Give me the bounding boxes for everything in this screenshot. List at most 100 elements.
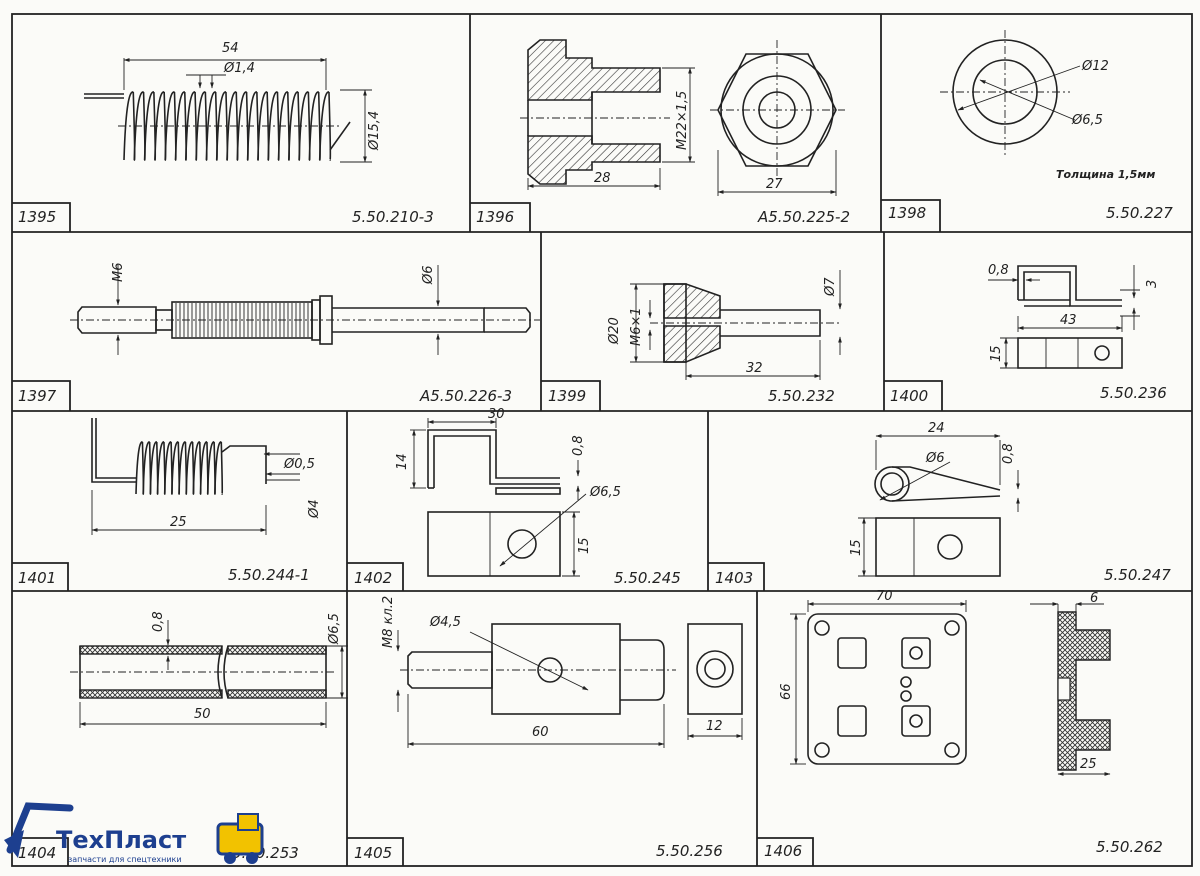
part-code: 5.50.227 bbox=[1106, 204, 1173, 222]
part-1395: 54 Ø1,4 Ø15,4 1395 5.50.210-3 bbox=[18, 41, 434, 226]
fitting-1396-hex-view bbox=[710, 40, 845, 196]
dim-thickness: 0,8 bbox=[988, 263, 1009, 278]
techplast-logo: ТехПласт запчасти для спецтехники bbox=[4, 802, 264, 864]
dim-hole-diameter: Ø6,5 bbox=[589, 485, 621, 500]
spring-coil bbox=[199, 441, 209, 495]
part-code: 5.50.262 bbox=[1096, 838, 1163, 856]
spring-coil bbox=[171, 441, 181, 495]
dim-length: 60 bbox=[532, 725, 549, 740]
tube-1404-drawing bbox=[70, 620, 348, 728]
spring-coil bbox=[163, 441, 173, 495]
dim-length: 43 bbox=[1060, 313, 1077, 328]
part-1396: 28 M22×1,5 27 1396 А5.50.225-2 bbox=[476, 39, 850, 226]
dim-hole-diameter: Ø6 bbox=[925, 451, 945, 466]
pin-1405-drawing bbox=[396, 623, 743, 748]
dim-bore-diameter: Ø7 bbox=[823, 277, 838, 297]
dim-diameter: Ø6 bbox=[421, 265, 436, 285]
part-code: 5.50.244-1 bbox=[228, 566, 310, 584]
dim-coil-diameter: Ø4 bbox=[307, 499, 322, 519]
part-number: 1401 bbox=[18, 569, 56, 587]
dim-height: 3 bbox=[1145, 280, 1160, 288]
grid-lines bbox=[11, 13, 1193, 867]
dim-outer-diameter: Ø12 bbox=[1081, 59, 1109, 74]
dim-inner-diameter: Ø6,5 bbox=[1071, 113, 1103, 128]
spring-coil bbox=[135, 441, 145, 495]
thickness-note: Толщина 1,5мм bbox=[1056, 168, 1155, 181]
part-code: 5.50.247 bbox=[1104, 566, 1171, 584]
dim-height: 66 bbox=[779, 683, 794, 700]
part-number: 1402 bbox=[354, 569, 392, 587]
spring-coil bbox=[192, 441, 202, 495]
dim-boss-length: 25 bbox=[1080, 757, 1097, 772]
dim-height: 14 bbox=[395, 453, 410, 470]
part-number: 1400 bbox=[890, 387, 928, 405]
dim-thread: M22×1,5 bbox=[675, 91, 690, 150]
dim-width: 15 bbox=[849, 539, 864, 556]
part-number: 1398 bbox=[888, 204, 926, 222]
dim-thickness: 0,8 bbox=[1001, 443, 1016, 464]
part-1398: Ø12 Ø6,5 Толщина 1,5мм 1398 5.50.227 bbox=[888, 30, 1173, 222]
spring-coil bbox=[142, 441, 152, 495]
dim-width: 15 bbox=[577, 537, 592, 554]
washer-1398-drawing bbox=[940, 30, 1081, 155]
part-1402: 30 14 0,8 Ø6,5 15 1402 5.50.245 bbox=[354, 407, 681, 587]
part-1403: 24 Ø6 0,8 15 1403 5.50.247 bbox=[715, 421, 1171, 587]
fitting-1396-section bbox=[520, 39, 695, 190]
dim-length: 25 bbox=[170, 515, 187, 530]
dim-width: 70 bbox=[876, 589, 893, 604]
part-code: 5.50.232 bbox=[768, 387, 835, 405]
dim-thread: M8 кл.2 bbox=[381, 596, 396, 648]
part-1406: 70 66 6 25 1406 5.50.262 bbox=[764, 589, 1163, 860]
dim-hole-diameter: Ø4,5 bbox=[429, 615, 461, 630]
part-code: А5.50.225-2 bbox=[757, 208, 850, 226]
spring-coil bbox=[178, 441, 188, 495]
part-number: 1404 bbox=[18, 844, 56, 862]
dim-thickness: 0,8 bbox=[571, 435, 586, 456]
dim-thickness: 6 bbox=[1090, 591, 1098, 606]
part-number: 1397 bbox=[18, 387, 57, 405]
spring-coil bbox=[149, 441, 159, 495]
part-code: 5.50.210-3 bbox=[352, 208, 434, 226]
part-1397: M6 Ø6 1397 А5.50.226-3 bbox=[18, 263, 540, 405]
dim-length: 32 bbox=[746, 361, 763, 376]
part-code: 5.50.236 bbox=[1100, 384, 1167, 402]
nozzle-1399-section bbox=[630, 270, 842, 380]
dim-width: 12 bbox=[706, 719, 723, 734]
shaft-1397-drawing bbox=[70, 265, 540, 355]
part-code: 5.50.256 bbox=[656, 842, 723, 860]
bracket-1403-drawing bbox=[858, 434, 1020, 577]
spring-1401-drawing bbox=[91, 418, 300, 535]
part-1405: M8 кл.2 Ø4,5 60 12 1405 5.50.256 bbox=[354, 596, 743, 862]
dim-hex-size: 27 bbox=[766, 177, 783, 192]
part-1404: 0,8 Ø6,5 50 1404 5.50.253 bbox=[18, 611, 348, 862]
part-number: 1396 bbox=[476, 208, 514, 226]
spring-1395-drawing bbox=[84, 58, 372, 163]
dim-outer-diameter: Ø15,4 bbox=[367, 111, 382, 151]
bracket-1402-drawing bbox=[410, 418, 587, 577]
logo-name: ТехПласт bbox=[56, 826, 186, 854]
dim-width: 15 bbox=[989, 345, 1004, 362]
part-1400: 0,8 3 43 15 1400 5.50.236 bbox=[890, 263, 1167, 405]
excavator-logo-icon bbox=[4, 802, 264, 864]
dim-length: 50 bbox=[194, 707, 211, 722]
dim-outer-diameter: Ø20 bbox=[607, 317, 622, 345]
part-code: А5.50.226-3 bbox=[419, 387, 512, 405]
dim-thread: M6×1 bbox=[629, 307, 644, 346]
part-number: 1405 bbox=[354, 844, 392, 862]
part-number: 1406 bbox=[764, 842, 802, 860]
bracket-1400-drawing bbox=[988, 265, 1140, 369]
part-1401: Ø0,5 Ø4 25 1401 5.50.244-1 bbox=[18, 418, 322, 587]
spring-coil bbox=[185, 441, 195, 495]
part-code: 5.50.245 bbox=[614, 569, 681, 587]
logo-tagline: запчасти для спецтехники bbox=[68, 855, 182, 864]
dim-length: 28 bbox=[594, 171, 611, 186]
dim-length: 54 bbox=[222, 41, 239, 56]
dim-outer-diameter: Ø6,5 bbox=[327, 613, 342, 645]
spring-coil bbox=[214, 441, 224, 495]
part-number: 1403 bbox=[715, 569, 753, 587]
plate-1406-drawing bbox=[790, 600, 1111, 776]
dim-length: 24 bbox=[928, 421, 945, 436]
dim-thread: M6 bbox=[111, 263, 126, 283]
part-number: 1399 bbox=[548, 387, 586, 405]
dim-wire-diameter: Ø0,5 bbox=[283, 457, 315, 472]
